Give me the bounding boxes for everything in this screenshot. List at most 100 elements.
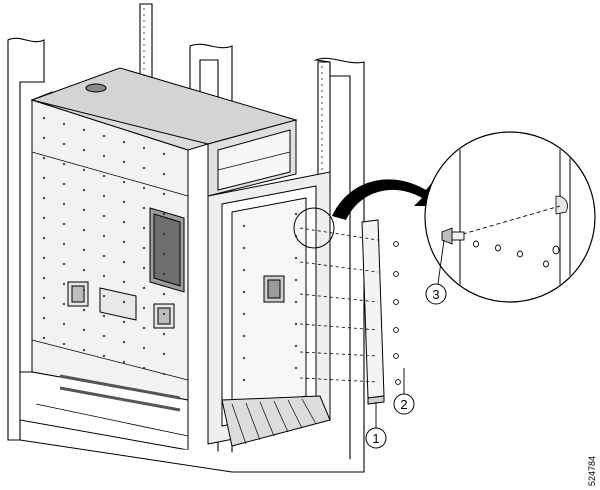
detail-arrow: [332, 179, 440, 220]
chassis-hole: [82, 308, 86, 312]
chassis-side-panel: [30, 91, 210, 401]
chassis-hole: [102, 254, 106, 258]
chassis-hole: [242, 268, 246, 272]
chassis-hole: [242, 312, 246, 316]
chassis-hole: [102, 314, 106, 318]
card-cage-floor: [221, 395, 331, 447]
chassis-hole: [294, 278, 298, 282]
callout-3: 3: [425, 283, 447, 305]
callout-1-number: 1: [372, 431, 379, 446]
chassis-hole: [122, 140, 126, 144]
detail-magnified-view: [424, 131, 596, 303]
chassis-hole: [242, 378, 246, 382]
chassis-hole: [294, 344, 298, 348]
chassis-hole: [242, 224, 246, 228]
detail-source-circle: [293, 207, 335, 249]
chassis-hole: [42, 276, 46, 280]
chassis-hole: [102, 234, 106, 238]
rack-base: [19, 371, 365, 473]
chassis-hole: [142, 166, 146, 170]
chassis-hole: [42, 156, 46, 160]
chassis-hole: [162, 232, 166, 236]
chassis-hole: [142, 146, 146, 150]
chassis-hole: [42, 256, 46, 260]
chassis-hole: [102, 294, 106, 298]
chassis-hole: [294, 212, 298, 216]
chassis-hole: [102, 134, 106, 138]
chassis-hole: [294, 322, 298, 326]
chassis-hole: [294, 300, 298, 304]
chassis-hole: [162, 152, 166, 156]
chassis-hole: [62, 162, 66, 166]
chassis-hole: [142, 266, 146, 270]
callout-2-number: 2: [400, 397, 407, 412]
chassis-hole: [122, 220, 126, 224]
chassis-hole: [82, 248, 86, 252]
chassis-hole: [122, 160, 126, 164]
callout-1: 1: [365, 427, 387, 449]
chassis-hole: [162, 272, 166, 276]
chassis-hole: [142, 286, 146, 290]
chassis-hole: [242, 356, 246, 360]
chassis-hole: [122, 280, 126, 284]
alignment-guide-lines: [299, 227, 379, 383]
chassis-hole: [162, 212, 166, 216]
chassis-hole: [82, 348, 86, 352]
chassis-hole: [242, 290, 246, 294]
chassis-hole: [242, 246, 246, 250]
chassis-hole: [42, 216, 46, 220]
chassis-front-frame: [207, 171, 331, 445]
chassis-hole: [162, 252, 166, 256]
chassis-hole: [142, 186, 146, 190]
chassis-hole: [102, 154, 106, 158]
chassis-hole: [62, 262, 66, 266]
chassis-hole: [102, 334, 106, 338]
chassis-hole: [42, 136, 46, 140]
chassis-hole: [62, 322, 66, 326]
chassis-hole: [102, 274, 106, 278]
chassis-hole: [122, 300, 126, 304]
chassis-hole: [242, 334, 246, 338]
chassis-hole: [294, 256, 298, 260]
chassis-hole: [162, 292, 166, 296]
callout-3-number: 3: [432, 287, 439, 302]
chassis-hole: [142, 366, 146, 370]
chassis-hole: [82, 168, 86, 172]
chassis-hole: [142, 306, 146, 310]
chassis-hole: [42, 336, 46, 340]
chassis-hole: [122, 320, 126, 324]
chassis-hole: [102, 354, 106, 358]
chassis-hole: [82, 128, 86, 132]
chassis-hole: [142, 246, 146, 250]
chassis-hole: [62, 202, 66, 206]
callout-leaders: [375, 239, 445, 428]
mounting-bracket: [361, 219, 385, 405]
chassis-hole: [82, 268, 86, 272]
chassis-hole: [162, 172, 166, 176]
chassis-hole: [62, 142, 66, 146]
chassis-hole: [82, 208, 86, 212]
chassis-hole: [122, 240, 126, 244]
chassis-hole: [62, 342, 66, 346]
chassis-hole: [42, 296, 46, 300]
chassis-hole: [162, 192, 166, 196]
chassis-hole: [82, 288, 86, 292]
chassis-hole: [142, 226, 146, 230]
chassis-hole: [122, 180, 126, 184]
callout-2: 2: [393, 393, 415, 415]
figure-id: 524784: [587, 456, 597, 486]
chassis-hole: [162, 372, 166, 376]
chassis-hole: [102, 214, 106, 218]
bracket-screws: [393, 241, 401, 385]
chassis-hole: [82, 228, 86, 232]
chassis-hole: [82, 188, 86, 192]
chassis-hole: [142, 346, 146, 350]
chassis-hole: [62, 282, 66, 286]
chassis-hole: [294, 366, 298, 370]
chassis-hole: [82, 328, 86, 332]
chassis-hole: [62, 122, 66, 126]
chassis-hole: [122, 260, 126, 264]
chassis-hole: [62, 242, 66, 246]
chassis-hole: [102, 194, 106, 198]
